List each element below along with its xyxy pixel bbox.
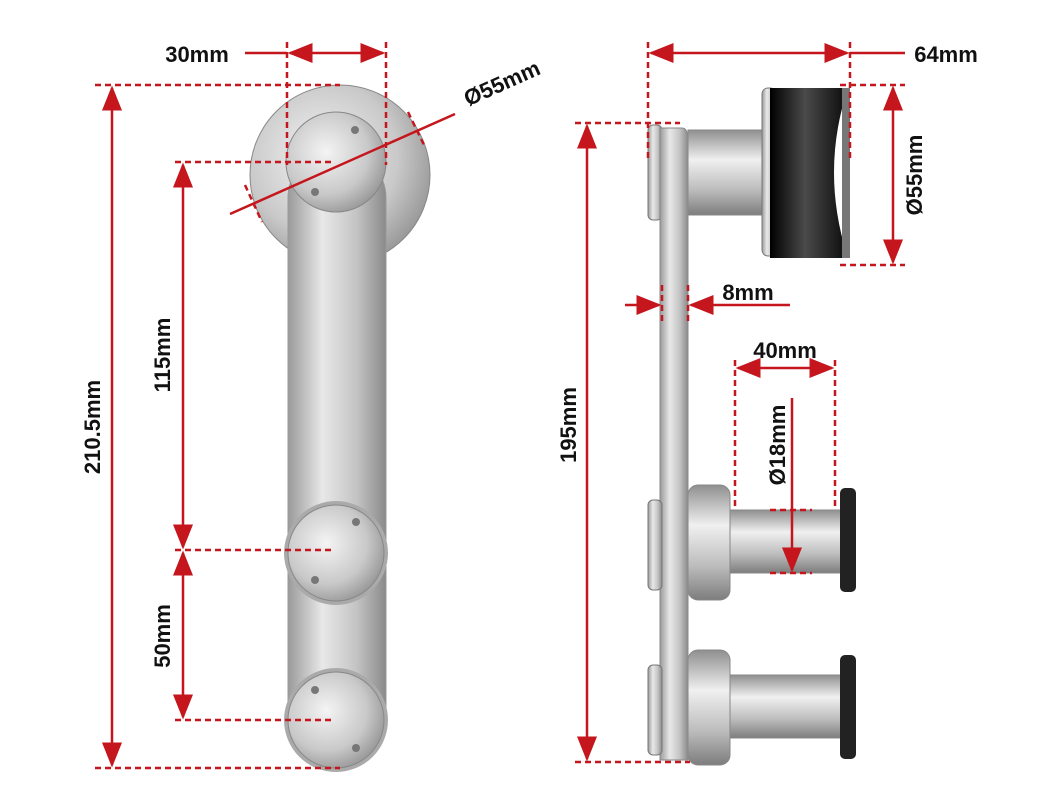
front-view-hardware — [249, 84, 431, 772]
side-bottom-roller — [647, 649, 856, 766]
side-top-wheel — [770, 88, 848, 258]
front-wheel-diameter-label: Ø55mm — [460, 55, 544, 111]
side-view-hardware — [647, 87, 856, 766]
front-upper-spacing-label: 115mm — [150, 318, 175, 393]
side-dimensions — [575, 42, 905, 764]
side-wheel-rim — [842, 88, 850, 258]
side-height-label: 195mm — [556, 387, 581, 463]
side-plate-thickness-label: 8mm — [722, 280, 773, 305]
side-spacer-diameter-label: Ø18mm — [765, 405, 790, 486]
front-mid-cap — [287, 504, 385, 602]
front-total-height-label: 210.5mm — [80, 380, 105, 474]
front-lower-spacing-label: 50mm — [150, 604, 175, 668]
side-wheel-diameter-label: Ø55mm — [902, 135, 927, 216]
side-depth-label: 64mm — [914, 42, 978, 67]
front-bottom-cap — [287, 671, 385, 769]
front-width-label: 30mm — [165, 42, 229, 67]
front-dimensions — [95, 42, 456, 770]
side-spacer-length-label: 40mm — [753, 338, 817, 363]
screw-dots — [311, 126, 360, 752]
side-top-axle — [687, 129, 769, 216]
side-plate — [659, 127, 689, 761]
